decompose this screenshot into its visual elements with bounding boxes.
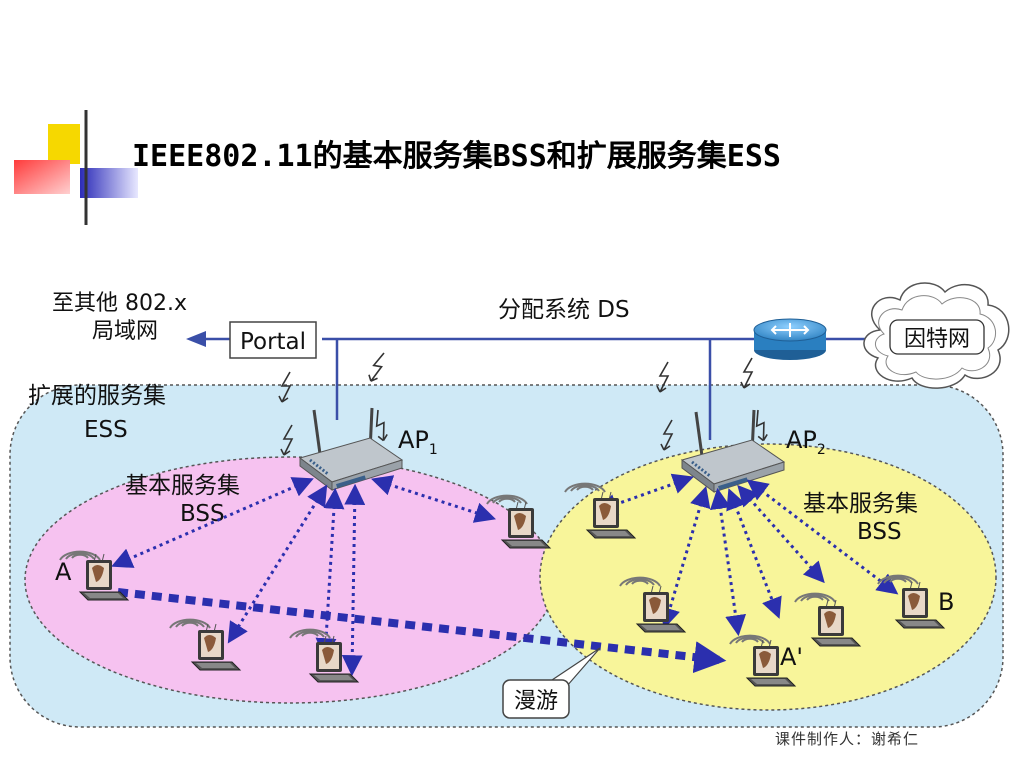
bss2-label-line1: 基本服务集 (803, 491, 918, 517)
ds-label: 分配系统 DS (498, 297, 630, 323)
wireless-links (111, 473, 899, 677)
title-decoration (14, 110, 1000, 225)
lightning-icon (740, 357, 753, 389)
bss1-label-line2: BSS (180, 501, 225, 527)
slide-title: IEEE802.11的基本服务集BSS和扩展服务集ESS (132, 139, 781, 174)
router-icon (753, 318, 827, 360)
internet-label: 因特网 (904, 327, 970, 352)
roaming-label: 漫游 (514, 689, 558, 714)
ap1-label: AP1 (398, 426, 438, 458)
station-a-prime-label: A' (780, 643, 803, 671)
roaming-callout (502, 647, 601, 719)
other-lan-label-line1: 至其他 802.x (52, 291, 187, 316)
ess-label-line1: 扩展的服务集 (28, 383, 166, 409)
lightning-icon (367, 350, 385, 384)
ap2-label: AP2 (786, 426, 826, 458)
portal-box (229, 321, 317, 359)
internet-cloud (863, 282, 1010, 389)
footer-credit: 课件制作人：谢希仁 (775, 730, 920, 748)
other-lan-label-line2: 局域网 (92, 319, 158, 344)
bss2-label-line2: BSS (857, 519, 902, 545)
wlan-diagram: Portal 至其他 802.x 局域网 分配系统 DS 因特网 扩展的服务集 … (9, 282, 1010, 728)
station-a-label: A (55, 558, 72, 586)
station-b-label: B (938, 588, 954, 616)
bss1-label-line1: 基本服务集 (125, 473, 240, 499)
portal-label: Portal (240, 329, 306, 355)
ess-label-line2: ESS (84, 417, 128, 443)
